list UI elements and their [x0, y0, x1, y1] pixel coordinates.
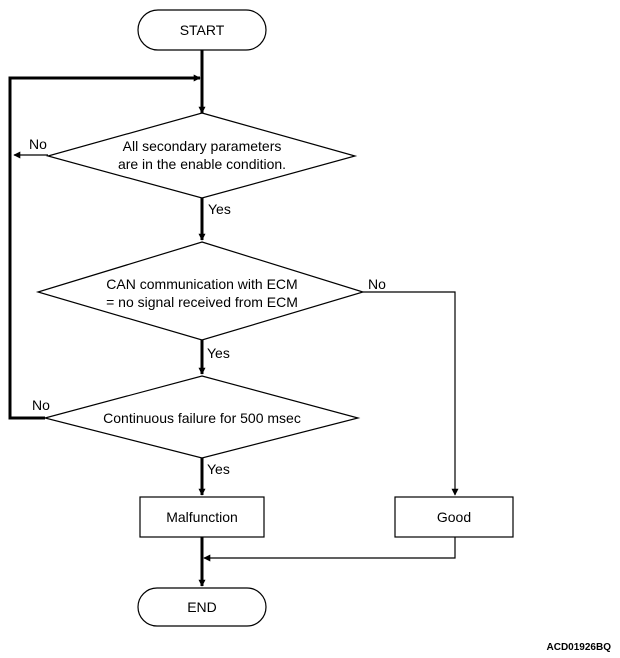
- end-terminal: END: [137, 587, 267, 627]
- decision-1-line-2: are in the enable condition.: [118, 156, 286, 172]
- good-box: Good: [394, 496, 514, 538]
- decision-2-no-label: No: [368, 276, 386, 292]
- start-terminal: START: [137, 9, 267, 51]
- decision-3-no-label: No: [32, 397, 50, 413]
- end-label: END: [187, 599, 217, 615]
- decision-2-yes-label: Yes: [207, 345, 230, 361]
- decision-1-yes-label: Yes: [208, 201, 231, 217]
- decision-3-yes-label: Yes: [207, 461, 230, 477]
- decision-1-no-label: No: [29, 136, 47, 152]
- decision-2-line-1: CAN communication with ECM: [106, 276, 297, 292]
- start-label: START: [180, 22, 225, 38]
- decision-secondary-parameters: All secondary parameters are in the enab…: [45, 112, 358, 199]
- decision-2-line-2: = no signal received from ECM: [106, 294, 298, 310]
- decision-1-line-1: All secondary parameters: [123, 138, 282, 154]
- figure-code: ACD01926BQ: [547, 642, 612, 653]
- malfunction-box: Malfunction: [139, 496, 265, 538]
- malfunction-label: Malfunction: [166, 509, 238, 525]
- decision-can-communication: CAN communication with ECM = no signal r…: [35, 241, 366, 341]
- good-to-end-line: [203, 537, 456, 562]
- decision-2-no-line: [363, 291, 459, 496]
- decision-3-line-1: Continuous failure for 500 msec: [103, 410, 301, 426]
- loop-back-line: [8, 74, 201, 420]
- decision-continuous-failure: Continuous failure for 500 msec: [42, 375, 361, 459]
- good-label: Good: [437, 509, 471, 525]
